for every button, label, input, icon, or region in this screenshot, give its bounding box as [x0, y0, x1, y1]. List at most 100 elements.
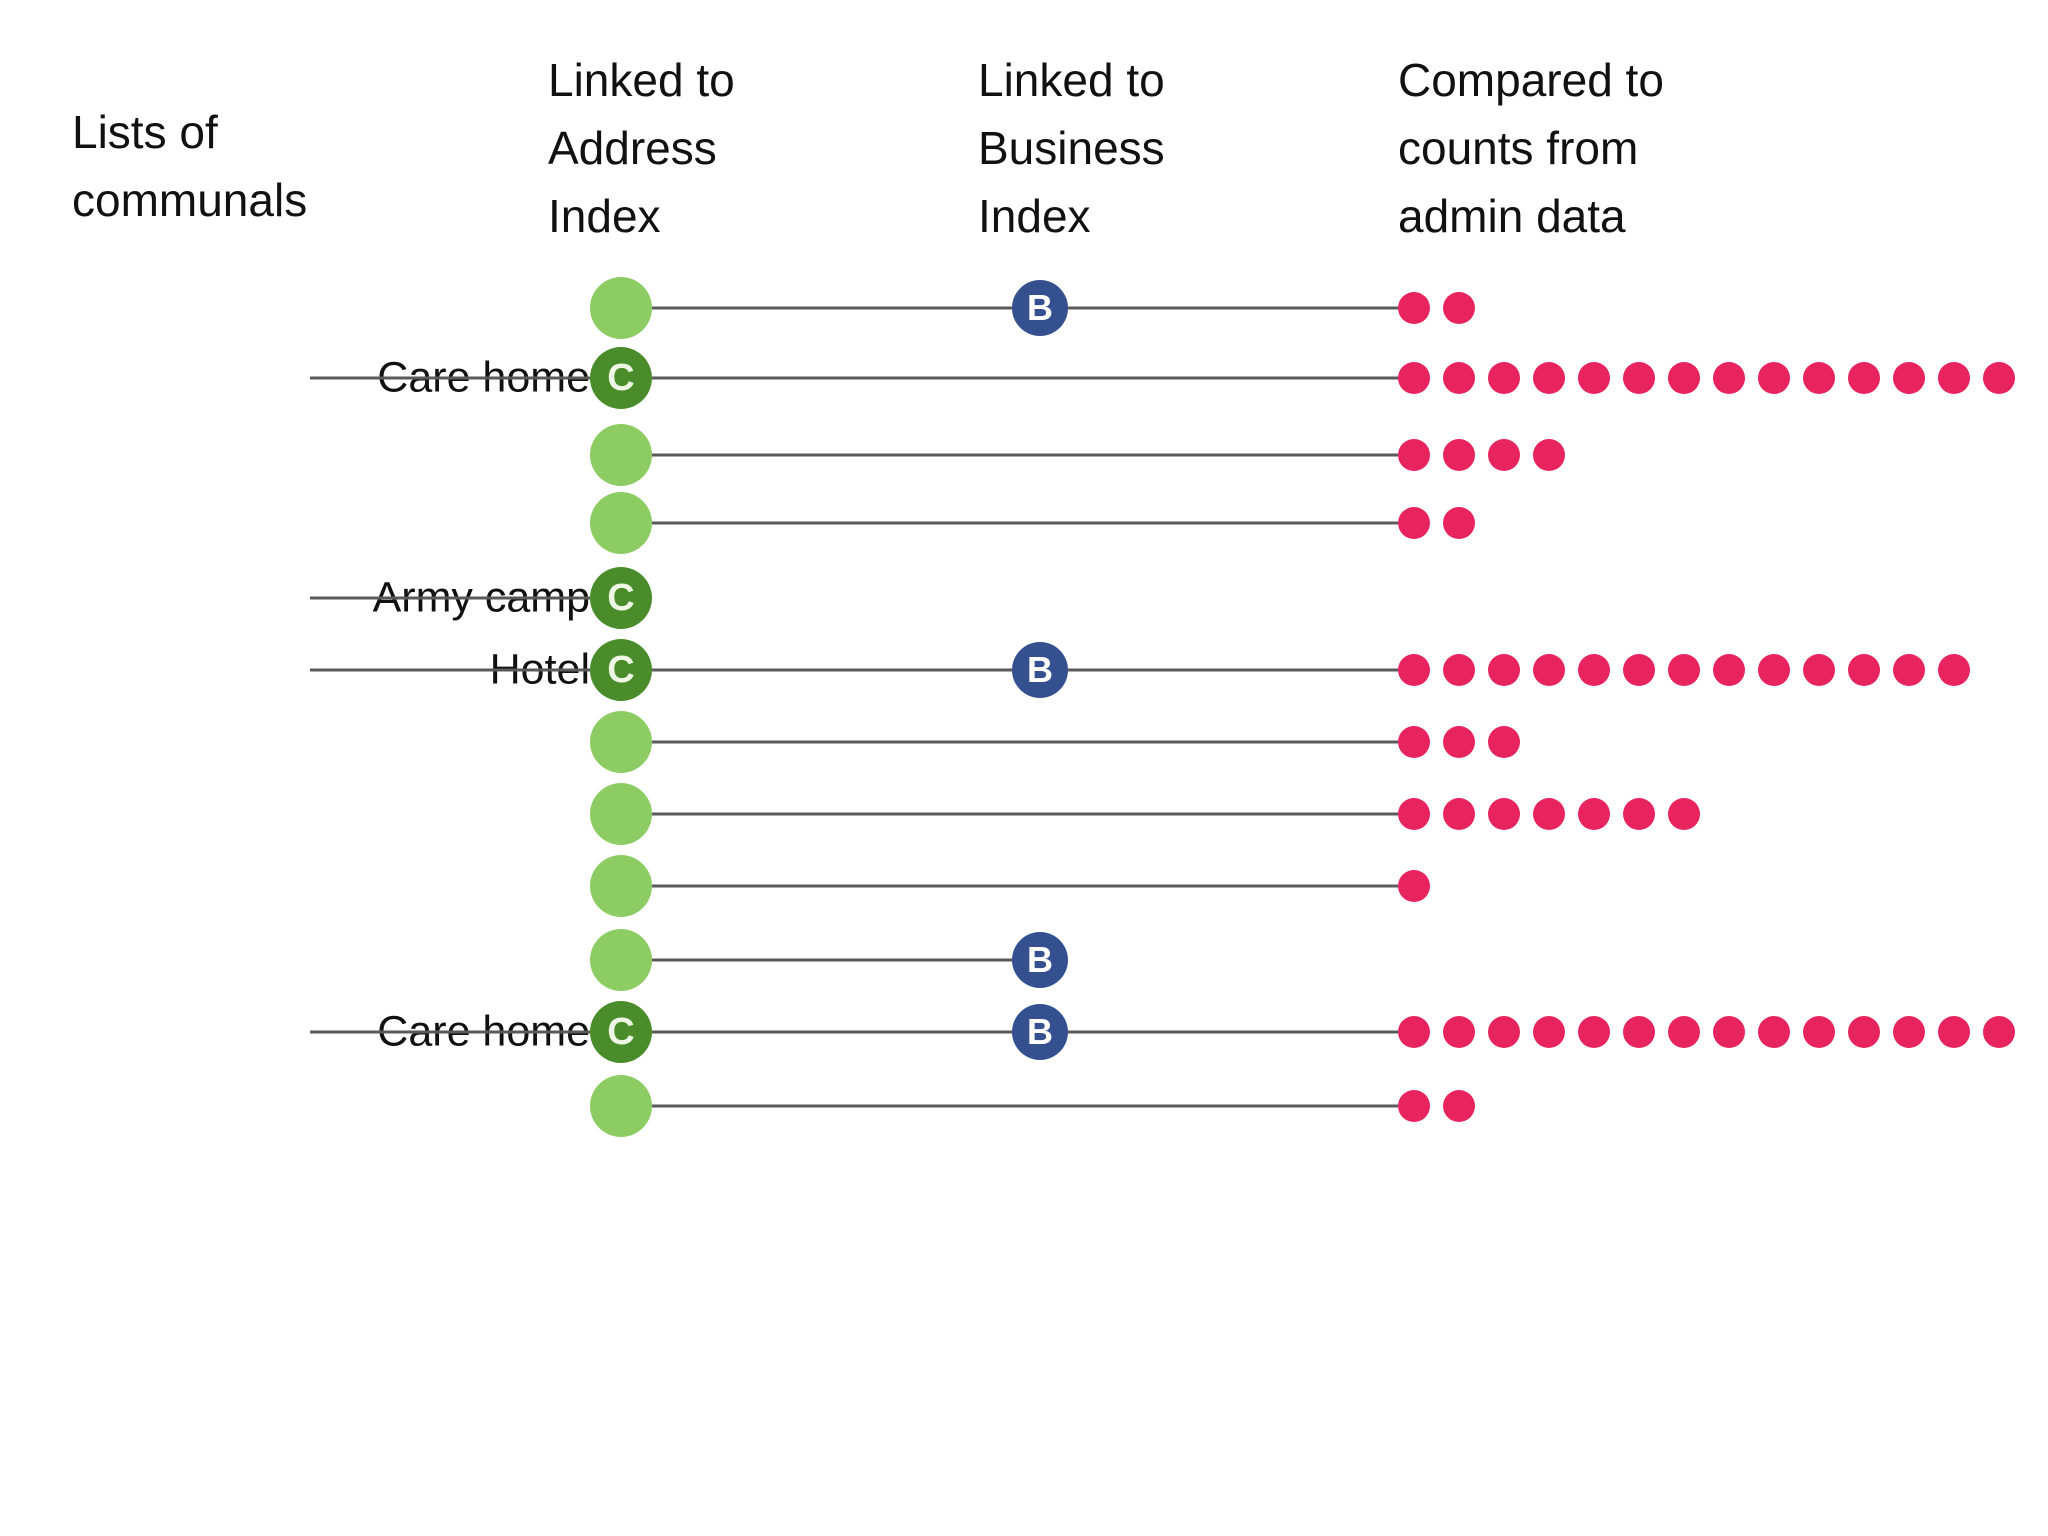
business-index-node[interactable]: B	[1012, 642, 1068, 698]
admin-count-dot	[1443, 1016, 1475, 1048]
admin-count-dot	[1713, 1016, 1745, 1048]
link-line-address-to-dots	[652, 376, 1398, 380]
link-line-address-to-dots	[652, 453, 1398, 457]
header-compared-to-admin-counts: Compared to counts from admin data	[1398, 54, 1664, 242]
admin-count-dots	[1398, 288, 1475, 328]
admin-count-dot	[1443, 798, 1475, 830]
admin-count-dots	[1398, 866, 1430, 906]
admin-count-dot	[1398, 439, 1430, 471]
admin-count-dot	[1488, 439, 1520, 471]
admin-count-dot	[1623, 654, 1655, 686]
address-index-node[interactable]	[590, 277, 652, 339]
admin-count-dot	[1803, 362, 1835, 394]
admin-count-dot	[1443, 507, 1475, 539]
admin-count-dots	[1398, 1012, 2015, 1052]
admin-count-dot	[1803, 1016, 1835, 1048]
link-line-business-to-dots	[1068, 306, 1398, 310]
link-line-address-to-business	[652, 958, 1012, 962]
admin-count-dot	[1623, 1016, 1655, 1048]
admin-count-dot	[1983, 362, 2015, 394]
admin-count-dot	[1443, 654, 1475, 686]
admin-count-dot	[1668, 798, 1700, 830]
admin-count-dot	[1443, 726, 1475, 758]
admin-count-dot	[1938, 1016, 1970, 1048]
business-index-node[interactable]: B	[1012, 280, 1068, 336]
admin-count-dots	[1398, 435, 1565, 475]
admin-count-dot	[1443, 1090, 1475, 1122]
admin-count-dot	[1398, 362, 1430, 394]
admin-count-dots	[1398, 722, 1520, 762]
admin-count-dot	[1488, 726, 1520, 758]
admin-count-dot	[1848, 1016, 1880, 1048]
admin-count-dot	[1398, 292, 1430, 324]
admin-count-dot	[1893, 1016, 1925, 1048]
label-connector-line	[310, 596, 590, 600]
link-line-address-to-dots	[652, 740, 1398, 744]
admin-count-dot	[1398, 654, 1430, 686]
admin-count-dot	[1533, 654, 1565, 686]
admin-count-dot	[1803, 654, 1835, 686]
label-connector-line	[310, 376, 590, 380]
admin-count-dot	[1578, 798, 1610, 830]
admin-count-dots	[1398, 358, 2015, 398]
admin-count-dot	[1443, 439, 1475, 471]
admin-count-dot	[1758, 1016, 1790, 1048]
header-linked-to-address-index: Linked to Address Index	[548, 54, 735, 242]
admin-count-dot	[1488, 654, 1520, 686]
admin-count-dot	[1758, 362, 1790, 394]
label-connector-line	[310, 1030, 590, 1034]
column-headers: Lists of communals Linked to Address Ind…	[0, 0, 2048, 300]
admin-count-dot	[1578, 362, 1610, 394]
admin-count-dot	[1398, 507, 1430, 539]
admin-count-dot	[1623, 798, 1655, 830]
admin-count-dot	[1713, 654, 1745, 686]
address-index-node[interactable]	[590, 929, 652, 991]
admin-count-dot	[1488, 362, 1520, 394]
admin-count-dot	[1578, 654, 1610, 686]
address-index-node[interactable]	[590, 492, 652, 554]
admin-count-dot	[1623, 362, 1655, 394]
header-lists-of-communals: Lists of communals	[72, 106, 308, 226]
address-index-node[interactable]	[590, 711, 652, 773]
admin-count-dot	[1398, 1016, 1430, 1048]
admin-count-dot	[1398, 726, 1430, 758]
address-index-node-matched[interactable]: C	[590, 567, 652, 629]
admin-count-dot	[1443, 362, 1475, 394]
admin-count-dots	[1398, 503, 1475, 543]
link-line-address-to-dots	[652, 521, 1398, 525]
admin-count-dot	[1443, 292, 1475, 324]
admin-count-dot	[1533, 798, 1565, 830]
address-index-node[interactable]	[590, 855, 652, 917]
address-index-node[interactable]	[590, 1075, 652, 1137]
admin-count-dot	[1893, 362, 1925, 394]
label-connector-line	[310, 668, 590, 672]
link-line-address-to-dots	[652, 884, 1398, 888]
admin-count-dot	[1848, 362, 1880, 394]
address-index-node[interactable]	[590, 424, 652, 486]
admin-count-dot	[1938, 654, 1970, 686]
admin-count-dots	[1398, 794, 1700, 834]
admin-count-dots	[1398, 650, 1970, 690]
link-line-address-to-business	[652, 1030, 1012, 1034]
address-index-node-matched[interactable]: C	[590, 1001, 652, 1063]
address-index-node[interactable]	[590, 783, 652, 845]
admin-count-dot	[1848, 654, 1880, 686]
business-index-node[interactable]: B	[1012, 1004, 1068, 1060]
admin-count-dot	[1578, 1016, 1610, 1048]
admin-count-dot	[1938, 362, 1970, 394]
address-index-node-matched[interactable]: C	[590, 639, 652, 701]
business-index-node[interactable]: B	[1012, 932, 1068, 988]
link-line-address-to-dots	[652, 1104, 1398, 1108]
admin-count-dot	[1398, 870, 1430, 902]
admin-count-dot	[1533, 362, 1565, 394]
admin-count-dot	[1488, 798, 1520, 830]
admin-count-dots	[1398, 1086, 1475, 1126]
link-line-address-to-dots	[652, 812, 1398, 816]
link-line-business-to-dots	[1068, 1030, 1398, 1034]
header-linked-to-business-index: Linked to Business Index	[978, 54, 1165, 242]
admin-count-dot	[1668, 362, 1700, 394]
admin-count-dot	[1758, 654, 1790, 686]
address-index-node-matched[interactable]: C	[590, 347, 652, 409]
admin-count-dot	[1893, 654, 1925, 686]
